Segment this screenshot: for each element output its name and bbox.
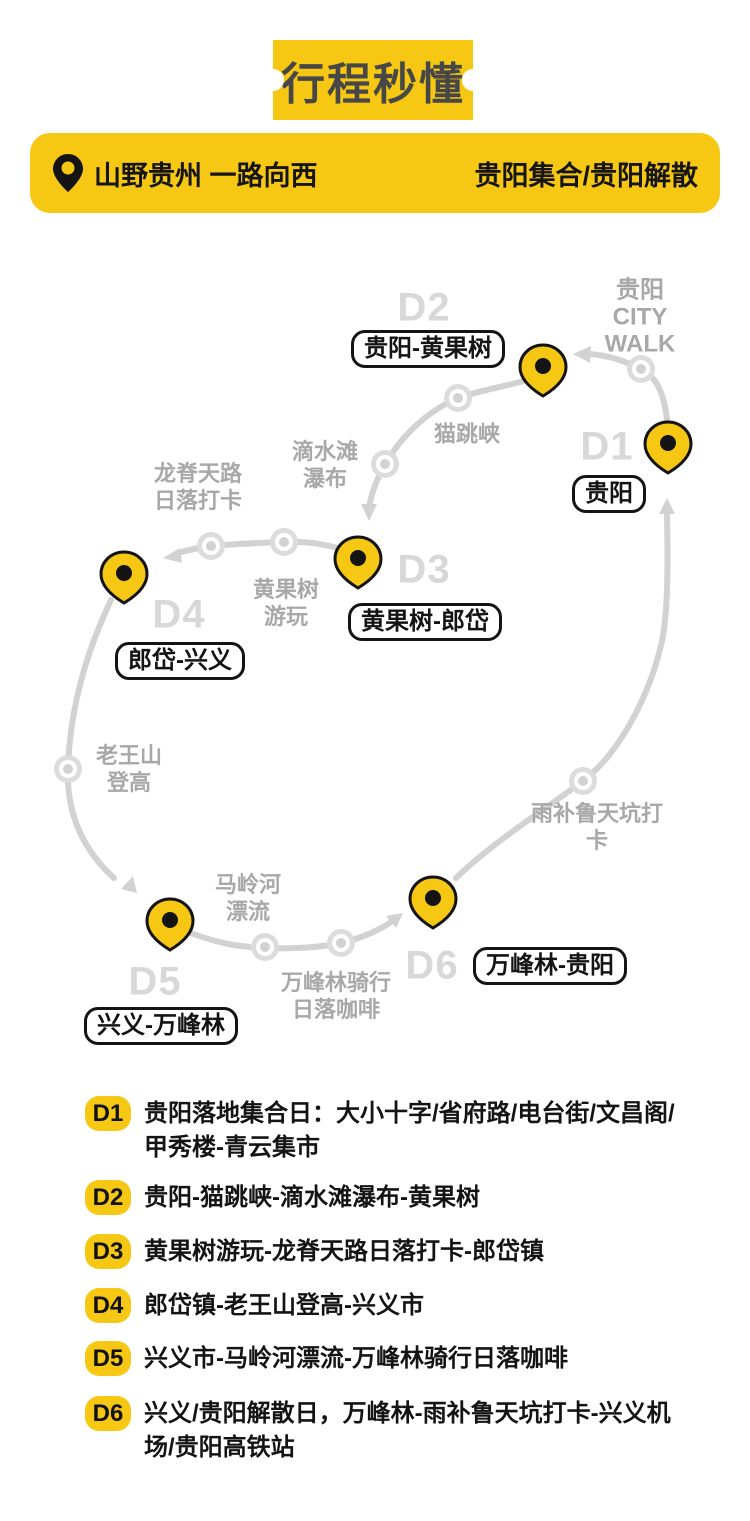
itinerary-row-d5: D5 兴义市-马岭河漂流-万峰林骑行日落咖啡	[85, 1341, 705, 1376]
day-desc-d6: 兴义/贵阳解散日，万峰林-雨补鲁天坑打卡-兴义机场/贵阳高铁站	[144, 1400, 671, 1461]
trip-title: 山野贵州 一路向西	[94, 160, 318, 191]
day-desc-d4: 郎岱镇-老王山登高-兴义市	[144, 1292, 424, 1319]
day-badge-d1: D1	[85, 1096, 131, 1131]
map-pin-icon-d6	[408, 875, 458, 930]
route-segment-d4-d5	[64, 597, 117, 881]
waypoint-label-dishuitan: 滴水滩 瀑布	[291, 439, 359, 491]
day-tag-d1: D1	[580, 424, 634, 469]
day-tag-d5: D5	[128, 959, 182, 1004]
itinerary-row-d2: D2 贵阳-猫跳峡-滴水滩瀑布-黄果树	[85, 1180, 705, 1215]
waypoint-label-huangguoshu: 黄果树 游玩	[252, 577, 320, 629]
meeting-info: 贵阳集合/贵阳解散	[474, 160, 698, 191]
waypoint-dot	[327, 929, 355, 957]
direction-arrow-icon	[573, 346, 591, 363]
day-tag-d4: D4	[152, 592, 206, 637]
waypoint-dot	[627, 355, 655, 383]
waypoint-dot	[270, 528, 298, 556]
day-box-d4: 郎岱-兴义	[115, 642, 245, 680]
day-box-d3: 黄果树-郎岱	[348, 603, 502, 641]
route-segment-d6-d1	[453, 512, 671, 881]
map-pin-icon-d5	[145, 897, 195, 952]
day-badge-d3: D3	[85, 1234, 131, 1269]
direction-arrow-icon	[659, 498, 675, 514]
waypoint-dots	[54, 355, 655, 961]
ribbon-notch-right	[462, 69, 484, 91]
waypoint-label-guiyang-citywalk: 贵阳 CITY WALK	[604, 276, 676, 358]
itinerary-row-d1: D1 贵阳落地集合日：大小十字/省府路/电台街/文昌阁/甲秀楼-青云集市	[85, 1096, 705, 1165]
page-title: 行程秒懂	[281, 60, 465, 109]
waypoint-dot	[251, 933, 279, 961]
direction-arrow-icon	[163, 548, 182, 563]
day-desc-d2: 贵阳-猫跳峡-滴水滩瀑布-黄果树	[144, 1184, 480, 1211]
waypoint-label-laowangshan: 老王山 登高	[95, 743, 163, 795]
itinerary-row-d4: D4 郎岱镇-老王山登高-兴义市	[85, 1288, 705, 1323]
waypoint-dot	[54, 755, 82, 783]
waypoint-label-yubulu: 雨补鲁天坑打卡	[530, 801, 663, 853]
day-badge-d6: D6	[85, 1396, 131, 1431]
day-box-d1: 贵阳	[572, 475, 646, 513]
info-bar-left: 山野贵州 一路向西	[52, 153, 318, 193]
day-tag-d6: D6	[405, 943, 459, 988]
direction-arrow-icon	[361, 504, 377, 521]
waypoint-label-wanfenglin-riding: 万峰林骑行 日落咖啡	[280, 970, 392, 1022]
day-desc-d5: 兴义市-马岭河漂流-万峰林骑行日落咖啡	[144, 1345, 568, 1372]
info-bar: 山野贵州 一路向西 贵阳集合/贵阳解散	[30, 133, 720, 213]
route-segment-d2-d3	[366, 375, 537, 513]
day-tag-d3: D3	[397, 547, 451, 592]
itinerary-row-d6: D6 兴义/贵阳解散日，万峰林-雨补鲁天坑打卡-兴义机场/贵阳高铁站	[85, 1396, 705, 1465]
route-segment-d3-d4	[175, 538, 344, 556]
map-pin-icon-d1	[643, 420, 693, 475]
ribbon-badge: 行程秒懂	[262, 40, 484, 120]
map-pin-icon-d2	[518, 343, 568, 398]
direction-arrow-icon	[121, 876, 137, 893]
route-map: D1 D2 D3 D4 D5 D6 贵阳 贵阳-黄果树 黄果树-郎岱 郎岱-兴义…	[0, 270, 750, 1060]
day-box-d5: 兴义-万峰林	[84, 1007, 238, 1045]
day-badge-d2: D2	[85, 1180, 131, 1215]
day-box-d2: 贵阳-黄果树	[351, 330, 505, 368]
day-tag-d2: D2	[397, 285, 451, 330]
waypoint-dot	[444, 384, 472, 412]
route-segment-d5-d6	[188, 919, 394, 952]
day-pins	[99, 343, 693, 952]
waypoint-dot	[197, 532, 225, 560]
waypoint-dot	[569, 767, 597, 795]
map-pin-icon-d4	[99, 550, 149, 605]
day-desc-d3: 黄果树游玩-龙脊天路日落打卡-郎岱镇	[144, 1238, 544, 1265]
waypoint-label-longji: 龙脊天路 日落打卡	[153, 461, 243, 513]
day-box-d6: 万峰林-贵阳	[473, 947, 627, 985]
day-badge-d4: D4	[85, 1288, 131, 1323]
location-pin-icon	[52, 153, 84, 193]
day-desc-d1: 贵阳落地集合日：大小十字/省府路/电台街/文昌阁/甲秀楼-青云集市	[144, 1100, 675, 1161]
waypoint-dot	[371, 450, 399, 478]
waypoint-label-malinghe: 马岭河 漂流	[214, 872, 282, 924]
ribbon-notch-left	[262, 69, 284, 91]
route-svg	[54, 343, 693, 961]
itinerary-row-d3: D3 黄果树游玩-龙脊天路日落打卡-郎岱镇	[85, 1234, 705, 1269]
direction-arrow-icon	[386, 913, 403, 928]
day-badge-d5: D5	[85, 1341, 131, 1376]
map-pin-icon-d3	[333, 535, 383, 590]
waypoint-label-maotiaoxia: 猫跳峡	[433, 421, 501, 447]
